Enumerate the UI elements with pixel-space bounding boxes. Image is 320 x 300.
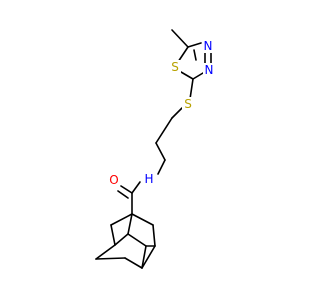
- bond-c1-c2-inner: [193, 49, 197, 61]
- bond-c3-c4: [155, 117, 173, 144]
- bond-ad-6: [95, 257, 126, 260]
- bond-c4-c5: [155, 142, 166, 161]
- atom-labels: N N S S H O: [108, 39, 215, 187]
- atom-label-s-thio: S: [184, 97, 192, 111]
- bond-s-c3: [171, 107, 183, 119]
- bond-ad-9: [124, 257, 143, 269]
- structure-canvas: N N S S H O: [95, 29, 215, 269]
- bond-ad-8: [141, 245, 156, 269]
- molecule-diagram: N N S S H O: [95, 29, 215, 269]
- atom-sulfur-ring: S: [169, 60, 181, 74]
- atom-label-nh: H: [144, 172, 153, 186]
- atom-nitrogen-2: N: [203, 63, 215, 77]
- bond-ad-10: [127, 233, 147, 247]
- bond-c2-s-ring: [180, 71, 194, 80]
- bond-n-c-carbonyl: [131, 181, 141, 194]
- bond-s-ring-c1: [177, 46, 189, 63]
- bond-n2-c2: [192, 72, 204, 80]
- atom-label-s-ring: S: [171, 60, 179, 74]
- atom-label-n1: N: [204, 39, 213, 53]
- bond-ad-13: [141, 245, 147, 269]
- atom-nitrogen-amide: H: [143, 172, 155, 186]
- atom-nitrogen-1: N: [202, 39, 214, 53]
- bond-ad-5: [95, 244, 116, 260]
- bond-ad-1: [110, 213, 133, 226]
- atom-oxygen: O: [108, 173, 120, 187]
- bond-ad-2: [131, 213, 154, 226]
- atom-label-n2: N: [205, 63, 214, 77]
- bond-c-o: [120, 185, 133, 194]
- bond-ad-7: [152, 224, 156, 247]
- bond-c2-s-thio: [189, 78, 194, 100]
- bond-ad-12: [114, 233, 129, 246]
- bond-ad-4: [110, 224, 116, 246]
- bond-methyl: [171, 29, 189, 48]
- atom-sulfur-thioether: S: [182, 97, 194, 111]
- atom-label-o: O: [109, 173, 118, 187]
- bonds: [95, 29, 212, 269]
- bond-c5-n: [157, 159, 166, 175]
- bond-c-o-double: [117, 190, 129, 199]
- bond-ad-3: [127, 213, 133, 235]
- bond-c1-n1: [187, 42, 202, 48]
